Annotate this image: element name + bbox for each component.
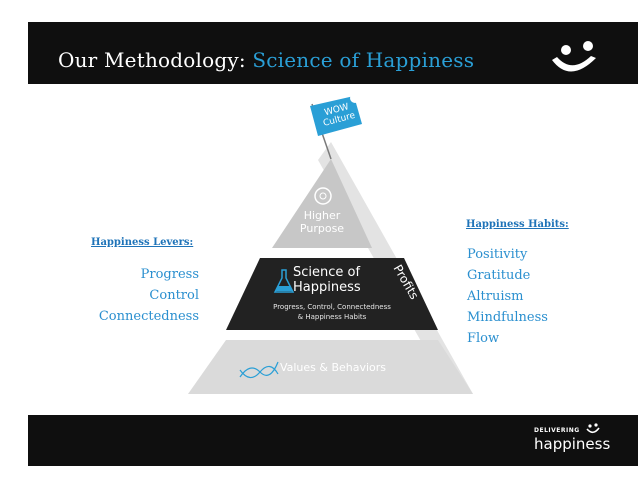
dna-icon xyxy=(239,361,279,379)
title-highlight: Science of Happiness xyxy=(252,48,475,72)
top-tier-label: Higher Purpose xyxy=(286,209,358,235)
middle-tier-sublabel: Progress, Control, Connectedness & Happi… xyxy=(246,302,418,322)
top-line2: Purpose xyxy=(299,222,345,235)
slide: Our Methodology: Science of Happiness xyxy=(28,22,638,466)
middle-line1: Science of xyxy=(293,265,361,280)
habits-heading: Happiness Habits: xyxy=(466,219,569,230)
lever-item: Control xyxy=(149,288,199,303)
logo-small-text: DELIVERING xyxy=(534,427,580,434)
middle-sub2: & Happiness Habits xyxy=(297,313,367,321)
logo-big-text: happiness xyxy=(534,435,611,453)
delivering-happiness-logo: DELIVERING happiness xyxy=(534,423,614,461)
bottom-tier-label: Values & Behaviors xyxy=(279,361,387,374)
lever-item: Connectedness xyxy=(98,309,199,324)
middle-line2: Happiness xyxy=(293,280,361,295)
slide-title: Our Methodology: Science of Happiness xyxy=(58,48,474,72)
title-bar: Our Methodology: Science of Happiness xyxy=(28,22,638,84)
middle-sub1: Progress, Control, Connectedness xyxy=(273,303,391,311)
habit-item: Altruism xyxy=(467,289,524,304)
levers-heading: Happiness Levers: xyxy=(91,237,194,248)
flag xyxy=(310,96,362,136)
top-line1: Higher xyxy=(303,209,341,222)
title-prefix: Our Methodology: xyxy=(58,48,253,72)
pyramid-diagram xyxy=(188,93,473,394)
pyramid-bottom-tier xyxy=(188,340,473,394)
lever-item: Progress xyxy=(140,267,199,282)
smile-logo-icon xyxy=(552,41,596,72)
globe-icon xyxy=(314,187,332,205)
flask-icon xyxy=(273,269,295,293)
footer-bar: DELIVERING happiness xyxy=(28,415,638,466)
pyramid-middle-tier xyxy=(226,258,438,330)
logo-smile-icon xyxy=(586,423,600,434)
flag-smile-icon xyxy=(350,93,360,103)
middle-tier-label: Science of Happiness xyxy=(293,265,373,295)
habit-item: Gratitude xyxy=(467,268,531,283)
habit-item: Mindfulness xyxy=(467,310,548,325)
habit-item: Flow xyxy=(467,331,500,346)
habit-item: Positivity xyxy=(467,247,528,262)
levers-list: Progress Control Connectedness xyxy=(68,264,199,327)
habits-list: Positivity Gratitude Altruism Mindfulnes… xyxy=(467,244,597,349)
